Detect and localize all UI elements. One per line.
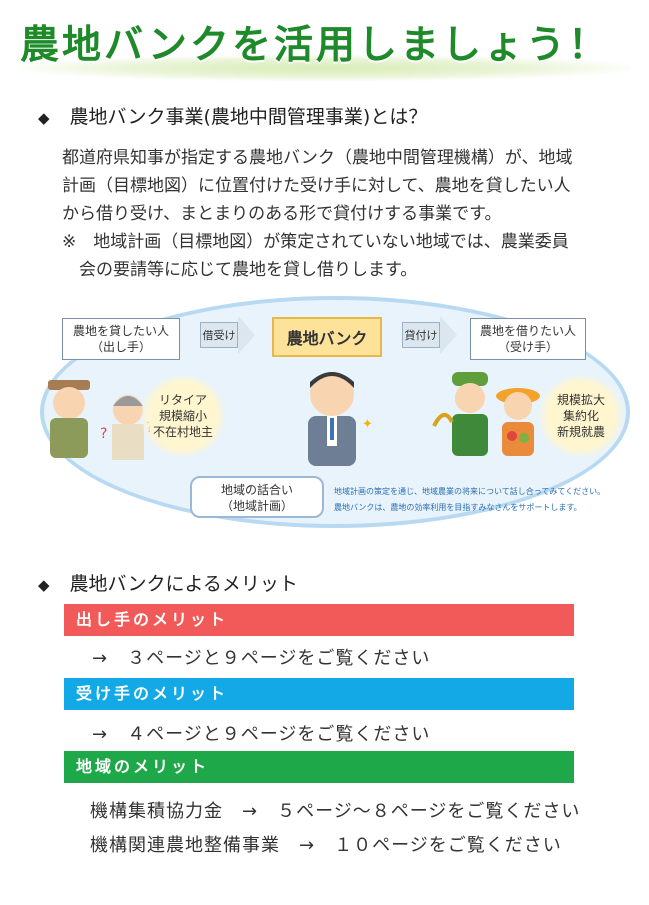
borrower-farmers-illustration bbox=[432, 372, 540, 456]
regional-discussion-box: 地域の話合い （地域計画） bbox=[190, 476, 324, 518]
borrower-merit-bar: 受け手のメリット bbox=[64, 678, 574, 710]
regional-discussion-subtitle: （地域計画） bbox=[220, 499, 293, 513]
lender-merit-bar: 出し手のメリット bbox=[64, 604, 574, 636]
young-woman-farmer-icon bbox=[496, 388, 540, 456]
svg-text:?: ? bbox=[100, 426, 107, 442]
reason-expand: 規模拡大 bbox=[556, 393, 605, 407]
elderly-woman-icon bbox=[112, 395, 144, 460]
section1-note: ※ 地域計画（目標地図）が策定されていない地域では、農業委員 会の要請等に応じて… bbox=[62, 228, 642, 284]
borrower-box-subtitle: （受け手） bbox=[497, 340, 558, 354]
borrower-box: 農地を借りたい人 （受け手） bbox=[470, 318, 586, 360]
lend-arrow: 貸付け bbox=[402, 316, 457, 354]
reason-downsize: 規模縮小 bbox=[158, 409, 207, 423]
reason-new-farming: 新規就農 bbox=[556, 425, 605, 439]
diagram-note: 地域計画の策定を通じ、地域農業の将来について話し合ってみてください。 bbox=[334, 487, 606, 496]
sparkle-icon: ✦ bbox=[362, 417, 373, 432]
arrow-right-icon bbox=[238, 316, 255, 354]
reason-consolidate: 集約化 bbox=[562, 409, 599, 423]
description-line: 計画（目標地図）に位置付けた受け手に対して、農地を貸したい人 bbox=[62, 176, 571, 196]
lender-box-title: 農地を貸したい人 bbox=[72, 324, 169, 338]
diamond-bullet-icon: ◆ bbox=[38, 109, 50, 127]
lender-merit-reference: → ３ページと９ページをご覧ください bbox=[92, 648, 431, 669]
description-line: 都道府県知事が指定する農地バンク（農地中間管理機構）が、地域 bbox=[62, 148, 573, 168]
lender-reasons-bubble: リタイア 規模縮小 不在村地主 bbox=[138, 376, 228, 456]
section1-heading-text: 農地バンク事業(農地中間管理事業)とは？ bbox=[69, 106, 428, 128]
borrower-reasons-bubble: 規模拡大 集約化 新規就農 bbox=[536, 376, 626, 456]
lender-box: 農地を貸したい人 （出し手） bbox=[62, 318, 180, 360]
borrow-arrow-label: 借受け bbox=[200, 322, 238, 348]
bank-staff-illustration: ✦ bbox=[308, 372, 373, 466]
regional-merit-bar: 地域のメリット bbox=[64, 751, 574, 783]
elderly-farmer-icon bbox=[48, 380, 90, 458]
diagram-notes: 地域計画の策定を通じ、地域農業の将来について話し合ってみてください。 農地バンク… bbox=[334, 484, 605, 516]
young-farmer-icon bbox=[432, 372, 488, 456]
title-glow bbox=[20, 55, 630, 81]
diagram-note: 農地バンクは、農地の効率利用を目指すみなさんをサポートします。 bbox=[334, 503, 582, 512]
arrow-right-icon bbox=[440, 316, 457, 354]
lender-box-subtitle: （出し手） bbox=[90, 340, 151, 354]
section1-heading: ◆ 農地バンク事業(農地中間管理事業)とは？ bbox=[38, 102, 427, 129]
note-line: 会の要請等に応じて農地を貸し借りします。 bbox=[62, 260, 418, 280]
reason-retire: リタイア bbox=[158, 393, 207, 407]
regional-merit-reference: 機構関連農地整備事業 → １０ページをご覧ください bbox=[90, 835, 562, 856]
section2-heading: ◆ 農地バンクによるメリット bbox=[38, 569, 298, 596]
section1-description: 都道府県知事が指定する農地バンク（農地中間管理機構）が、地域 計画（目標地図）に… bbox=[62, 144, 642, 228]
bank-box: 農地バンク bbox=[272, 317, 382, 357]
diamond-bullet-icon: ◆ bbox=[38, 576, 50, 594]
borrow-arrow: 借受け bbox=[200, 316, 255, 354]
regional-discussion-title: 地域の話合い bbox=[220, 483, 293, 497]
page-title: 農地バンクを活用しましょう！ bbox=[20, 23, 610, 68]
description-line: から借り受け、まとまりのある形で貸付けする事業です。 bbox=[62, 204, 502, 224]
note-line: ※ 地域計画（目標地図）が策定されていない地域では、農業委員 bbox=[62, 232, 569, 252]
regional-merit-reference: 機構集積協力金 → ５ページ～８ページをご覧ください bbox=[90, 801, 581, 822]
lend-arrow-label: 貸付け bbox=[402, 322, 440, 348]
section2-heading-text: 農地バンクによるメリット bbox=[69, 573, 298, 595]
borrower-merit-reference: → ４ページと９ページをご覧ください bbox=[92, 724, 431, 745]
reason-absentee: 不在村地主 bbox=[152, 425, 213, 439]
borrower-box-title: 農地を借りたい人 bbox=[479, 324, 576, 338]
lender-farmers-illustration: ? ? bbox=[48, 380, 153, 460]
